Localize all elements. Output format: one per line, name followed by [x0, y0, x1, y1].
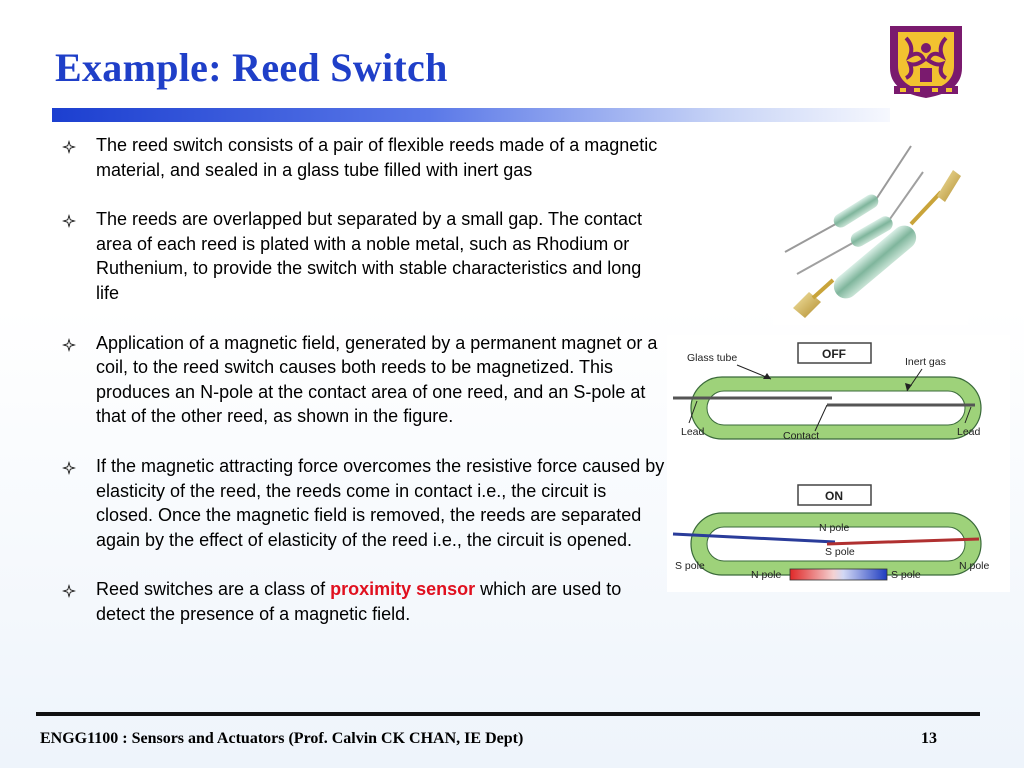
bullet-text: The reeds are overlapped but separated b…: [96, 209, 643, 303]
bullet-item: Application of a magnetic field, generat…: [62, 331, 667, 429]
university-crest-logo: [880, 20, 972, 100]
s-pole-label-lower: S pole: [825, 546, 855, 558]
title-underline-bar: [52, 108, 890, 122]
bullet-list: The reed switch consists of a pair of fl…: [62, 133, 667, 652]
bullet-text: which are used to detect the presence of…: [96, 579, 622, 624]
bullet-item: The reeds are overlapped but separated b…: [62, 207, 667, 305]
reed-switch-photo: [773, 132, 968, 325]
on-state-label: ON: [825, 489, 843, 503]
lead-left-label: Lead: [681, 426, 705, 438]
bullet-text: The reed switch consists of a pair of fl…: [96, 135, 658, 180]
page-number: 13: [921, 730, 937, 747]
four-petal-diamond-icon: [62, 214, 76, 229]
glass-tube-label: Glass tube: [687, 352, 737, 364]
magnet-s-pole-label: S pole: [891, 569, 921, 581]
bullet-item: Reed switches are a class of proximity s…: [62, 577, 667, 626]
magnet-n-pole-label: N pole: [751, 569, 782, 581]
bullet-text: Reed switches are a class of: [96, 579, 331, 600]
n-pole-label-right: N pole: [959, 560, 990, 572]
footer-text: ENGG1100 : Sensors and Actuators (Prof. …: [40, 730, 524, 747]
bullet-item: The reed switch consists of a pair of fl…: [62, 133, 667, 182]
magnet-bar: [789, 568, 888, 581]
four-petal-diamond-icon: [62, 460, 76, 475]
reed-left-on: [672, 532, 836, 544]
lead-right-label: Lead: [957, 426, 981, 438]
off-state-box: [797, 342, 872, 364]
four-petal-diamond-icon: [62, 140, 76, 154]
s-pole-label-left: S pole: [675, 560, 705, 572]
bullet-text: Application of a magnetic field, generat…: [96, 332, 658, 427]
off-state-label: OFF: [822, 347, 846, 361]
n-pole-label-upper: N pole: [819, 522, 850, 534]
slide-title: Example: Reed Switch: [55, 45, 448, 90]
four-petal-diamond-icon: [62, 584, 76, 599]
tube-interior-off: [706, 390, 966, 426]
reed-switch-diagram: OFF Glass tube Inert gas Lead Lead Conta…: [667, 335, 1010, 592]
reed-right-on: [826, 537, 980, 546]
on-state-box: [797, 484, 872, 506]
four-petal-diamond-icon: [62, 337, 76, 352]
proximity-sensor-highlight: proximity sensor: [330, 579, 476, 600]
contact-label: Contact: [783, 430, 819, 442]
bullet-item: If the magnetic attracting force overcom…: [62, 454, 667, 552]
bullet-text: If the magnetic attracting force overcom…: [96, 455, 665, 550]
inert-gas-label: Inert gas: [905, 356, 946, 368]
footer-divider: [36, 712, 980, 716]
